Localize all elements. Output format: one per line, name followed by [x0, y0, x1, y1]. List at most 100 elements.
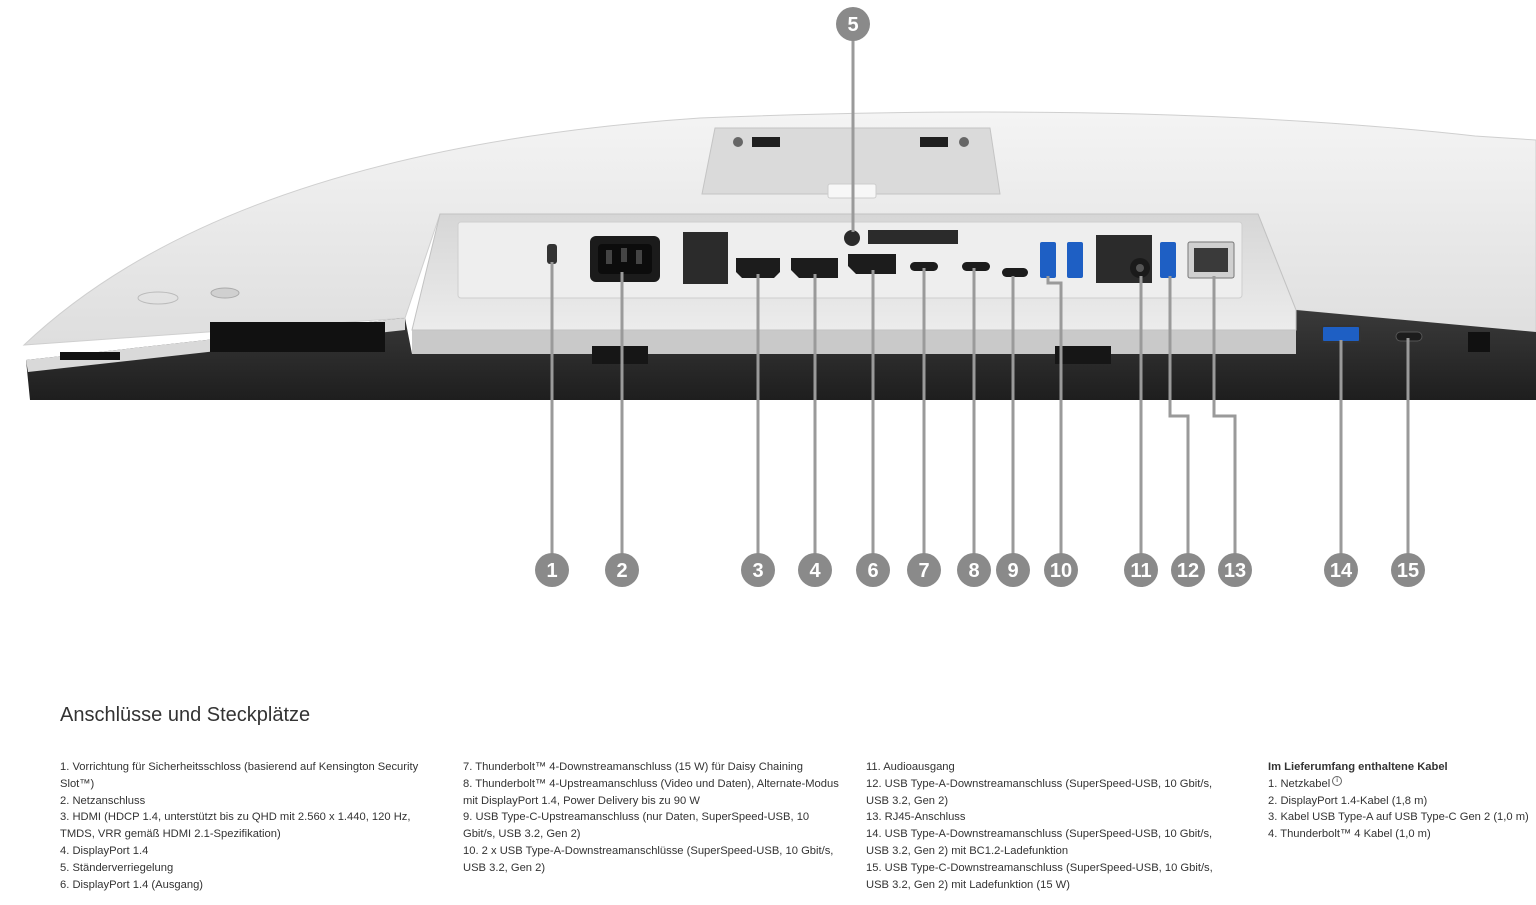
callout-number: 4: [809, 560, 821, 582]
kensington-slot: [547, 244, 557, 264]
callout-badge: 14: [1324, 553, 1358, 587]
monitor-top-shell: [22, 111, 1536, 346]
callout-number: 13: [1224, 560, 1246, 582]
info-icon[interactable]: i: [1332, 776, 1343, 787]
callout-badge: 4: [798, 553, 832, 587]
ports-column-1: 1. Vorrichtung für Sicherheitsschloss (b…: [60, 759, 432, 893]
cable-item: 2. DisplayPort 1.4-Kabel (1,8 m): [1268, 793, 1530, 810]
displayport-in: [791, 258, 838, 278]
port-item: 10. 2 x USB Type-A-Downstreamanschlüsse …: [463, 844, 834, 874]
port-item: 8. Thunderbolt™ 4-Upstreamanschluss (Vid…: [463, 777, 839, 807]
cable-item-text: 1. Netzkabel: [1268, 777, 1331, 790]
callout-number: 5: [847, 14, 858, 36]
port-item: 1. Vorrichtung für Sicherheitsschloss (b…: [60, 761, 419, 790]
cables-column: Im Lieferumfang enthaltene Kabel 1. Netz…: [1268, 759, 1530, 843]
callout-number: 15: [1397, 560, 1419, 582]
callout-circle: [1171, 553, 1205, 587]
ports-list-1: 1. Vorrichtung für Sicherheitsschloss (b…: [60, 759, 432, 893]
callout-circle: [856, 553, 890, 587]
power-connector: [590, 236, 660, 282]
cable-item-text: 4. Thunderbolt™ 4 Kabel (1,0 m): [1268, 828, 1431, 841]
callout-badge: 1: [535, 553, 569, 587]
callout-circle: [1391, 553, 1425, 587]
stand-slot-right: [920, 137, 948, 147]
cable-item-text: 2. DisplayPort 1.4-Kabel (1,8 m): [1268, 794, 1428, 807]
tb4-upstream-port: [962, 262, 990, 271]
usbc-upstream-port: [1002, 268, 1028, 277]
port-item: 4. DisplayPort 1.4: [60, 844, 149, 857]
callout-number: 14: [1330, 560, 1353, 582]
callout-badge: 10: [1044, 553, 1078, 587]
callout-circle: [605, 553, 639, 587]
port-item: 3. HDMI (HDCP 1.4, unterstützt bis zu QH…: [60, 811, 411, 841]
usba-port-12: [1160, 242, 1176, 278]
port-item: 13. RJ45-Anschluss: [866, 811, 966, 824]
leader-line: [1168, 276, 1190, 570]
callout-circle: [1218, 553, 1252, 587]
monitor-bottom-bezel: [26, 310, 1536, 400]
callout-circle: [907, 553, 941, 587]
leader-line: [1212, 276, 1237, 570]
port-item: 6. DisplayPort 1.4 (Ausgang): [60, 878, 204, 891]
screw-right: [959, 137, 969, 147]
ports-list-2: 7. Thunderbolt™ 4-Downstreamanschluss (1…: [463, 759, 839, 877]
callout-number: 2: [616, 560, 627, 582]
stand-slot-left: [752, 137, 780, 147]
callout-badge: 3: [741, 553, 775, 587]
joystick-button: [210, 287, 240, 299]
callout-number: 6: [867, 560, 878, 582]
callout-leaders: [550, 24, 1410, 570]
leader-line: [1046, 276, 1063, 570]
callout-badge: 5: [836, 7, 870, 41]
callout-number: 9: [1007, 560, 1018, 582]
callout-number: 10: [1050, 560, 1072, 582]
callout-number: 1: [546, 560, 557, 582]
hdmi-port: [736, 258, 780, 278]
foot-slot-left: [592, 346, 648, 364]
callout-circle: [1324, 553, 1358, 587]
callout-circle: [1124, 553, 1158, 587]
power-button-outline: [137, 291, 179, 305]
callout-number: 3: [752, 560, 763, 582]
cable-item: 3. Kabel USB Type-A auf USB Type-C Gen 2…: [1268, 809, 1530, 826]
rj45-port: [1187, 241, 1235, 279]
vent-left: [60, 322, 385, 360]
callout-circle: [798, 553, 832, 587]
callout-circle: [996, 553, 1030, 587]
callout-badge: 7: [907, 553, 941, 587]
port-item: 2. Netzanschluss: [60, 794, 146, 807]
port-item: 14. USB Type-A-Downstreamanschluss (Supe…: [866, 828, 1213, 857]
callout-number: 7: [918, 560, 929, 582]
usba-port-14: [1321, 325, 1361, 343]
callout-badge: 15: [1391, 553, 1425, 587]
callout-circle: [741, 553, 775, 587]
usba-ports-10: [1040, 242, 1083, 278]
port-item: 15. USB Type-C-Downstreamanschluss (Supe…: [866, 861, 1213, 891]
callout-badge: 9: [996, 553, 1030, 587]
port-item: 9. USB Type-C-Upstreamanschluss (nur Dat…: [463, 811, 810, 841]
displayport-out: [848, 254, 896, 274]
io-bay-floor: [412, 330, 1296, 354]
tb4-downstream-port: [910, 262, 938, 271]
callout-badge: 6: [856, 553, 890, 587]
port-item: 7. Thunderbolt™ 4-Downstreamanschluss (1…: [463, 761, 803, 773]
callout-badge: 2: [605, 553, 639, 587]
callout-circle: [836, 7, 870, 41]
foot-slot-right: [1055, 346, 1111, 364]
cable-item: 4. Thunderbolt™ 4 Kabel (1,0 m): [1268, 826, 1530, 843]
screw-left: [733, 137, 743, 147]
callout-badge: 11: [1124, 553, 1158, 587]
callout-badge: 12: [1171, 553, 1205, 587]
callout-number: 8: [968, 560, 979, 582]
callout-number: 12: [1177, 560, 1199, 582]
callout-badge: 8: [957, 553, 991, 587]
vent-right: [1468, 332, 1490, 352]
callout-number: 11: [1130, 560, 1151, 582]
cable-item-text: 3. Kabel USB Type-A auf USB Type-C Gen 2…: [1268, 811, 1529, 824]
